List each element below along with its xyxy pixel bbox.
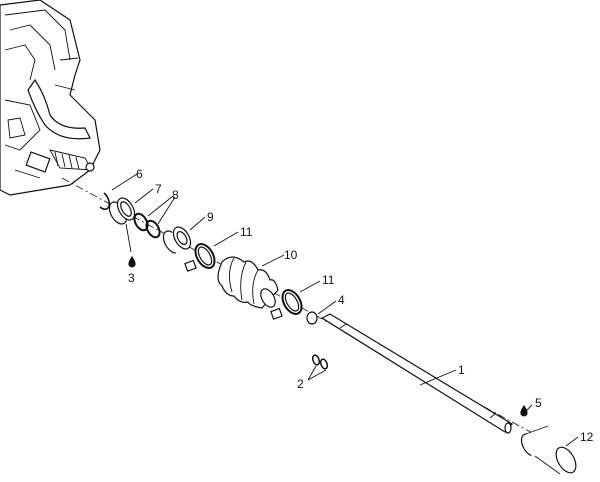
part-10-boot	[217, 256, 279, 309]
part-7-sleeve	[108, 197, 136, 225]
part-6-circlip	[99, 192, 111, 211]
part-8-o-ring	[133, 212, 149, 232]
callout-4: 4	[338, 293, 345, 307]
callout-3: 3	[128, 271, 135, 285]
part-12-coupler	[520, 425, 577, 475]
callout-11: 11	[322, 273, 335, 287]
callout-12: 12	[580, 430, 594, 444]
callout-6: 6	[136, 167, 143, 181]
callout-11: 11	[240, 225, 253, 239]
part-1-drive-shaft	[320, 313, 513, 434]
lubricant-drop-icon	[128, 256, 136, 268]
leader-lines	[111, 173, 579, 447]
callout-8: 8	[172, 188, 179, 202]
part-11-clamp	[184, 243, 216, 272]
part-4-stop-ring	[306, 311, 318, 325]
lubricant-drop-icon	[520, 405, 528, 417]
callout-7: 7	[155, 182, 162, 196]
callout-9: 9	[207, 210, 214, 224]
engine-illustration	[0, 0, 101, 196]
part-11-clamp	[270, 289, 303, 320]
callout-5: 5	[535, 396, 542, 410]
callout-2: 2	[297, 377, 304, 391]
part-9-bearing	[162, 226, 192, 254]
callout-1: 1	[458, 363, 465, 377]
part-8-o-ring	[145, 219, 161, 239]
part-2-o-ring	[311, 354, 321, 366]
part-2-o-ring	[319, 358, 329, 370]
callout-10: 10	[284, 248, 298, 262]
